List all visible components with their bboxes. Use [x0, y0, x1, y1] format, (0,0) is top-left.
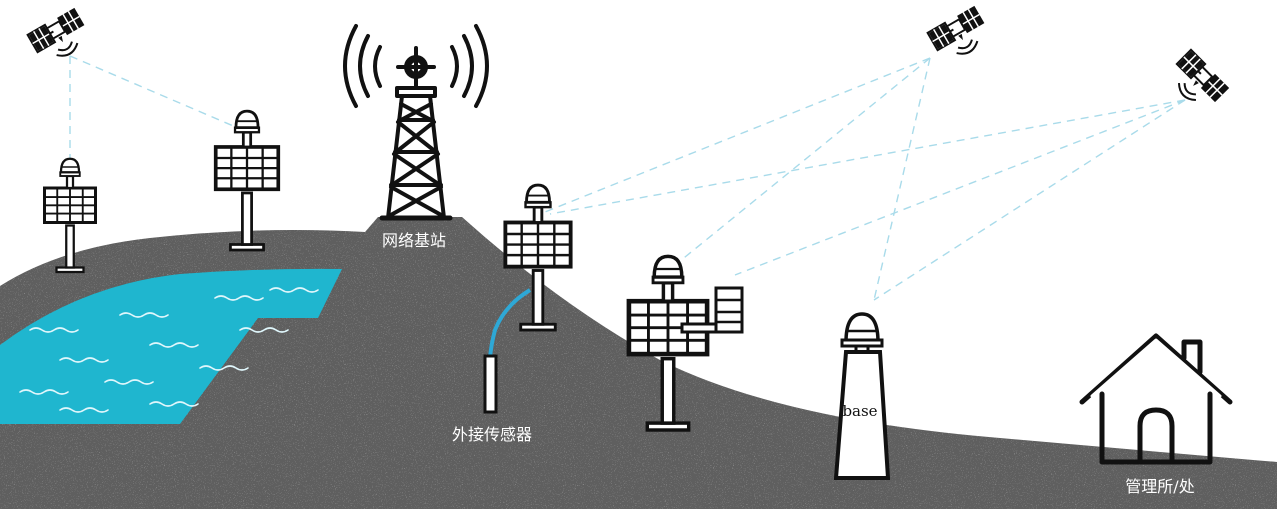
- signal-link: [549, 99, 1186, 215]
- signal-link: [69, 55, 239, 129]
- signal-link: [873, 99, 1186, 301]
- water-wave: [149, 342, 199, 348]
- gnss-base-station-icon: base: [833, 312, 891, 480]
- satellite-icon: [26, 6, 95, 69]
- external-sensor: [483, 288, 532, 414]
- signal-link: [544, 57, 931, 213]
- water-wave: [149, 401, 199, 407]
- water-wave: [104, 379, 154, 385]
- water-wave: [29, 327, 79, 333]
- signal-link: [673, 57, 931, 267]
- water-wave: [59, 407, 109, 413]
- sensor-label: 外接传感器: [452, 425, 532, 444]
- reservoir-water: [0, 268, 342, 424]
- water-wave: [214, 295, 264, 301]
- water-wave: [239, 327, 289, 333]
- signal-link: [734, 99, 1186, 276]
- weather-station-icon: [629, 256, 744, 430]
- water-wave: [199, 365, 249, 371]
- water-wave: [119, 312, 169, 318]
- house-icon: [1079, 333, 1233, 465]
- water-wave: [269, 287, 319, 293]
- radio-tower-icon: [343, 24, 489, 221]
- base-station-label: base: [842, 402, 877, 420]
- water-wave: [59, 357, 109, 363]
- solar-gnss-station-icon: [213, 109, 281, 252]
- water-wave: [19, 389, 69, 395]
- office-label: 管理所/处: [1125, 477, 1194, 496]
- satellite-icon: [926, 4, 995, 67]
- signal-link: [873, 57, 931, 301]
- tower-label: 网络基站: [382, 231, 446, 250]
- signal-links: [69, 55, 1186, 301]
